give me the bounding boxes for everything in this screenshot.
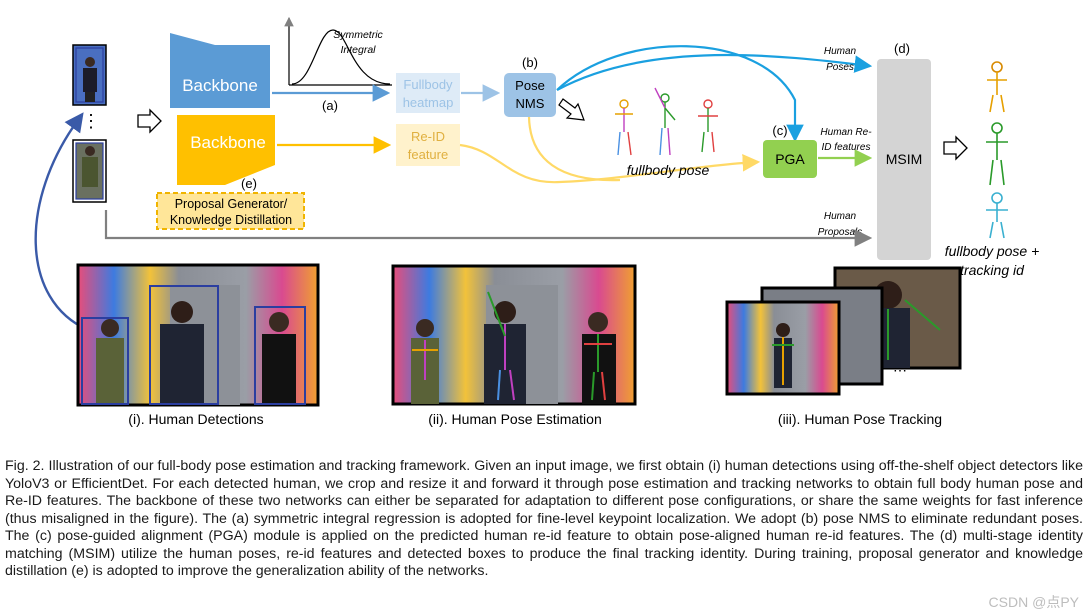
arrow-reid-to-pga bbox=[459, 143, 761, 184]
svg-text:Proposals: Proposals bbox=[818, 227, 862, 238]
svg-text:Backbone: Backbone bbox=[182, 76, 258, 95]
nms-hollow-arrow bbox=[558, 98, 585, 121]
svg-text:MSIM: MSIM bbox=[886, 151, 923, 167]
framework-diagram: ⋮ Backbone Backbone (e) Proposal Generat… bbox=[34, 16, 1040, 427]
svg-text:Integral: Integral bbox=[340, 44, 376, 56]
fullbody-heatmap-box: Fullbody heatmap bbox=[396, 73, 460, 113]
label-c: (c) bbox=[772, 123, 787, 138]
fullbody-pose-label: fullbody pose bbox=[627, 162, 710, 178]
fullbody-pose-skeletons bbox=[615, 87, 718, 156]
reid-feature-box: Re-ID feature bbox=[396, 124, 460, 166]
svg-text:NMS: NMS bbox=[516, 96, 545, 111]
input-crop-top bbox=[72, 44, 107, 106]
tracking-label: fullbody pose + bbox=[945, 243, 1040, 259]
label-e: (e) bbox=[241, 176, 257, 191]
panel-i-caption: (i). Human Detections bbox=[128, 411, 263, 427]
svg-text:Knowledge Distillation: Knowledge Distillation bbox=[170, 213, 292, 227]
input-hollow-arrow bbox=[137, 108, 162, 134]
svg-text:Symmetric: Symmetric bbox=[333, 29, 383, 41]
svg-text:Re-ID: Re-ID bbox=[411, 129, 445, 144]
crops-ellipsis: ⋮ bbox=[82, 111, 100, 131]
panel-ii-caption: (ii). Human Pose Estimation bbox=[428, 411, 602, 427]
svg-text:Pose: Pose bbox=[515, 78, 545, 93]
svg-text:feature: feature bbox=[408, 147, 448, 162]
symmetric-integral-plot: Symmetric Integral bbox=[284, 16, 392, 86]
watermark: CSDN @点PY bbox=[988, 594, 1079, 610]
panel-human-detections bbox=[76, 263, 320, 407]
label-b: (b) bbox=[522, 55, 538, 70]
human-reid-features-label: Human Re- bbox=[820, 127, 872, 138]
arrow-nms-to-pga bbox=[556, 45, 804, 143]
arrow-proposals-to-msim bbox=[104, 210, 873, 247]
svg-text:Poses: Poses bbox=[826, 62, 854, 73]
figure-caption: Fig. 2. Illustration of our full-body po… bbox=[5, 458, 1083, 579]
msim-box: MSIM bbox=[877, 59, 931, 260]
panel-iii-caption: (iii). Human Pose Tracking bbox=[778, 411, 942, 427]
svg-text:heatmap: heatmap bbox=[403, 95, 454, 110]
label-a: (a) bbox=[322, 98, 338, 113]
svg-text:tracking id: tracking id bbox=[960, 262, 1025, 278]
msim-hollow-arrow bbox=[943, 135, 968, 161]
proposal-generator-box: Proposal Generator/ Knowledge Distillati… bbox=[156, 192, 305, 230]
input-crop-bottom bbox=[72, 139, 107, 203]
svg-text:Fullbody: Fullbody bbox=[403, 77, 453, 92]
backbone-bottom: Backbone bbox=[177, 115, 275, 185]
tracked-pose-skeletons bbox=[986, 61, 1008, 239]
backbone-top: Backbone bbox=[170, 33, 270, 108]
label-d: (d) bbox=[894, 41, 910, 56]
human-proposals-label: Human bbox=[824, 211, 857, 222]
svg-text:Proposal Generator/: Proposal Generator/ bbox=[175, 197, 288, 211]
arrow-nms-to-reid-merge bbox=[527, 116, 621, 182]
frames-ellipsis: ⋯ bbox=[893, 362, 907, 378]
panel-pose-tracking bbox=[725, 266, 962, 396]
arrow-nms-to-msim bbox=[556, 53, 873, 91]
panel-pose-estimation bbox=[391, 264, 637, 406]
arrow-detections-to-crops bbox=[34, 112, 89, 332]
svg-text:PGA: PGA bbox=[775, 151, 805, 167]
pose-nms-box: Pose NMS bbox=[504, 73, 556, 117]
pga-box: PGA bbox=[763, 140, 817, 178]
svg-text:Backbone: Backbone bbox=[190, 133, 266, 152]
human-poses-label: Human bbox=[824, 46, 857, 57]
svg-text:ID features: ID features bbox=[822, 142, 871, 153]
